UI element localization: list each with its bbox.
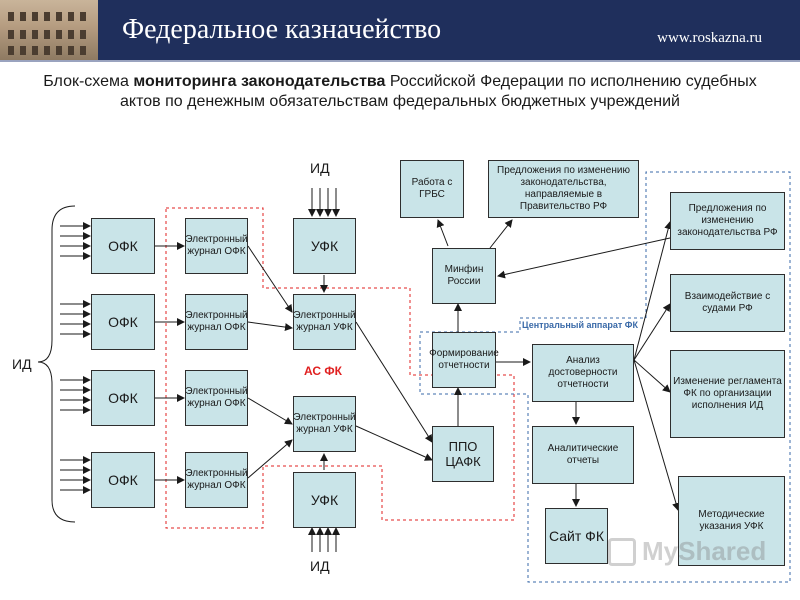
ofk-box: ОФК (91, 452, 155, 508)
slide-title: Блок-схема мониторинга законодательства … (43, 73, 757, 110)
watermark-text: MyShared (642, 536, 767, 566)
ufk-top-box: УФК (293, 218, 356, 274)
analiz-box: Анализ достоверности отчетности (532, 344, 634, 402)
ofk-journal-box: Электронный журнал ОФК (185, 452, 248, 508)
as-fk-label: АС ФК (304, 364, 342, 378)
analytical-reports-box: Аналитические отчеты (532, 426, 634, 484)
header-divider (0, 60, 800, 62)
ofk-box: ОФК (91, 370, 155, 426)
rabota-grbs-box: Работа с ГРБС (400, 160, 464, 218)
ufk-journal-box: Электронный журнал УФК (293, 294, 356, 350)
building-photo (0, 0, 98, 60)
ofk-journal-box: Электронный журнал ОФК (185, 294, 248, 350)
courts-interaction-box: Взаимодействие с судами РФ (670, 274, 785, 332)
ofk-journal-box: Электронный журнал ОФК (185, 370, 248, 426)
ufk-bottom-box: УФК (293, 472, 356, 528)
proposals-government-box: Предложения по изменению законодательств… (488, 160, 639, 218)
header-url[interactable]: www.roskazna.ru (657, 30, 762, 46)
ppo-cafk-box: ППО ЦАФК (432, 426, 494, 482)
header-bar: Федеральное казначейство www.roskazna.ru (0, 0, 800, 60)
id-left-label: ИД (12, 356, 32, 372)
header-title: Федеральное казначейство (122, 14, 442, 45)
central-apparatus-label: Центральный аппарат ФК (522, 320, 638, 330)
regulation-change-box: Изменение регламента ФК по организации и… (670, 350, 785, 438)
ofk-journal-box: Электронный журнал ОФК (185, 218, 248, 274)
proposals-legislation-box: Предложения по изменению законодательств… (670, 192, 785, 250)
minfin-box: Минфин России (432, 248, 496, 304)
methodical-guidelines-box: Методические указания УФК (678, 476, 785, 566)
formirovanie-box: Формирование отчетности (429, 332, 499, 388)
ofk-box: ОФК (91, 294, 155, 350)
ufk-journal-box: Электронный журнал УФК (293, 396, 356, 452)
ofk-box: ОФК (91, 218, 155, 274)
watermark-icon (608, 538, 636, 566)
site-fk-box: Сайт ФК (545, 508, 608, 564)
id-bottom-label: ИД (310, 558, 330, 574)
id-top-label: ИД (310, 160, 330, 176)
